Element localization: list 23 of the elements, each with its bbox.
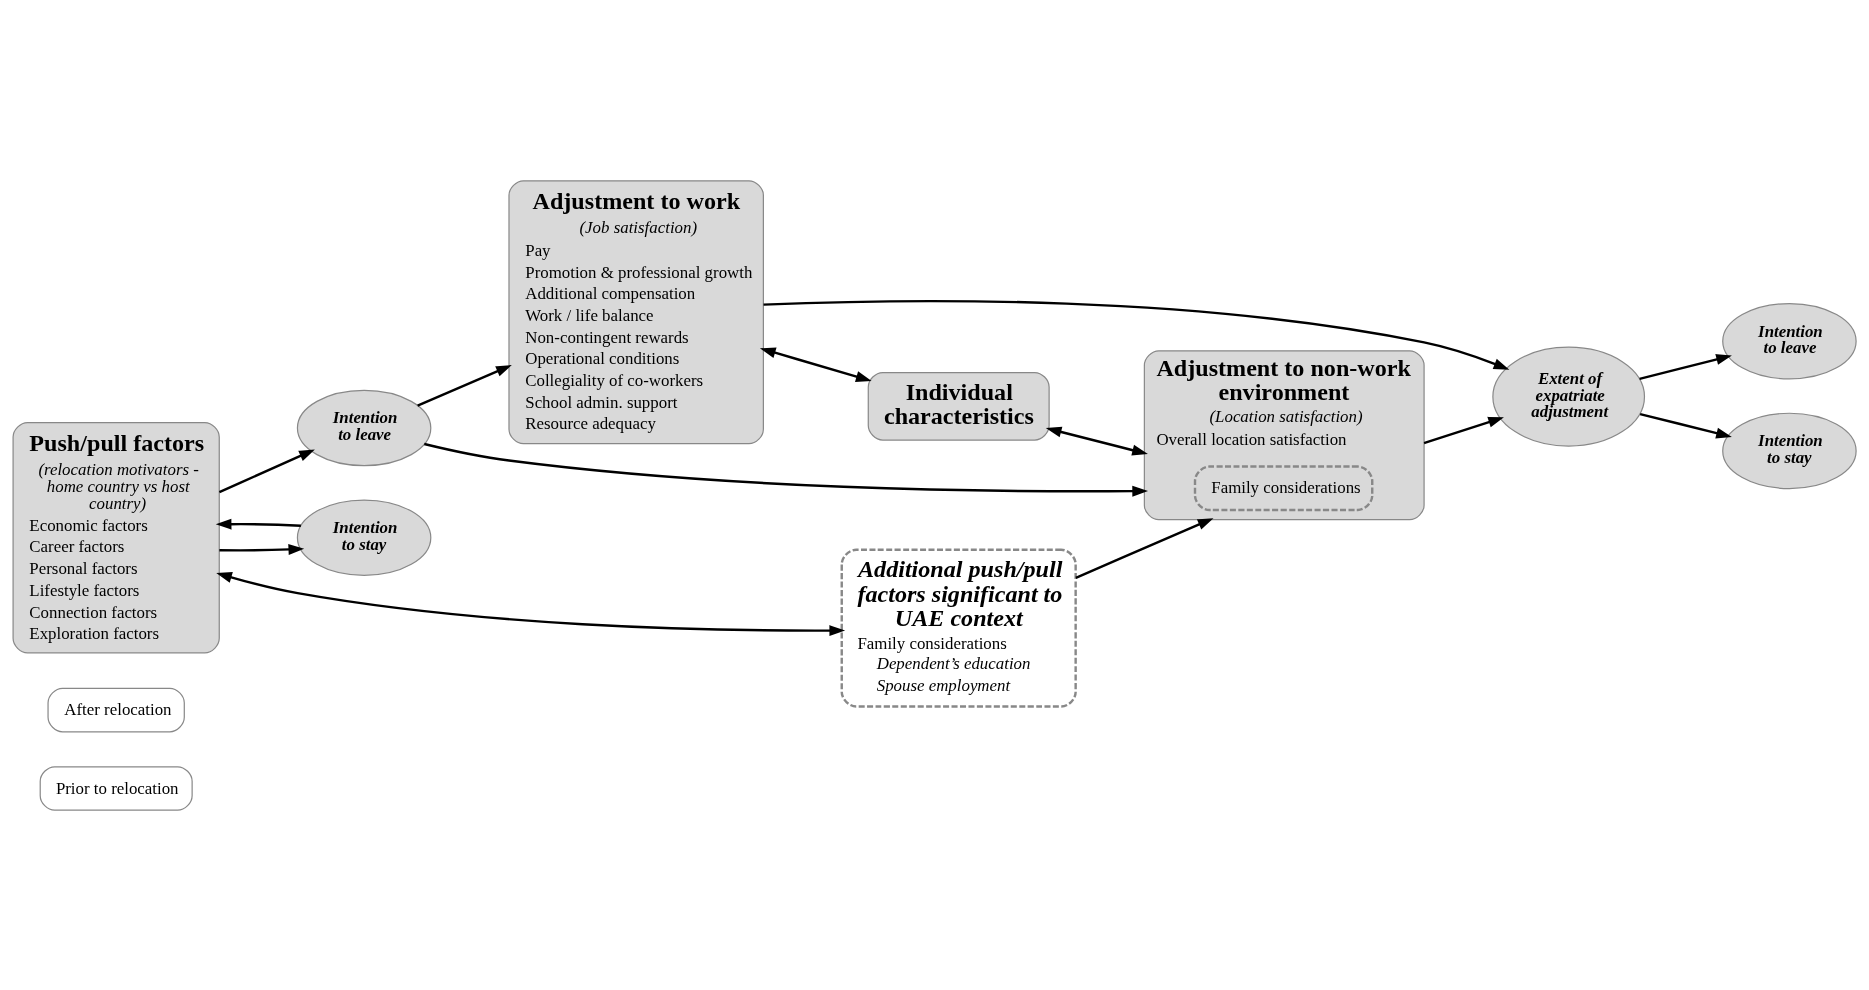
arrow	[215, 518, 301, 530]
arrow	[763, 299, 1510, 370]
arrow	[1075, 517, 1214, 579]
node-box: Individual characteristics	[867, 371, 1050, 441]
arrow	[216, 571, 846, 636]
node-box: Push/pull factors (relocation motivators - home country vs host country) Economic factors Career factors Personal factors Lifestyle factors Connection factors Exploration factors	[12, 421, 220, 653]
arrow	[1423, 416, 1504, 444]
arrow	[417, 364, 512, 407]
arrow	[1639, 353, 1732, 380]
arrow	[219, 543, 305, 555]
node-ellipse: Intention to stay	[296, 498, 432, 576]
arrow	[424, 442, 1148, 497]
arrow	[759, 346, 872, 382]
node-box: Additional push/pull factors significant to UAE context Family considerations Dependent’s education Spouse employment	[840, 548, 1077, 708]
node-box: Family considerations	[1193, 464, 1374, 511]
node-box: Adjustment to work (Job satisfaction) Pay Promotion & professional growth Additional compensation Work / life balance Non-contingent rewards Operational conditions Collegiality of co-workers School admin. support Resource adequacy	[508, 179, 764, 444]
node-ellipse: Intention to leave	[1722, 302, 1857, 379]
node-box: After relocation	[47, 687, 185, 732]
node-box: Prior to relocation	[39, 765, 193, 811]
node-ellipse: Intention to stay	[1722, 412, 1857, 489]
arrow	[218, 448, 315, 493]
arrow	[1639, 412, 1732, 438]
arrow	[1045, 426, 1148, 456]
